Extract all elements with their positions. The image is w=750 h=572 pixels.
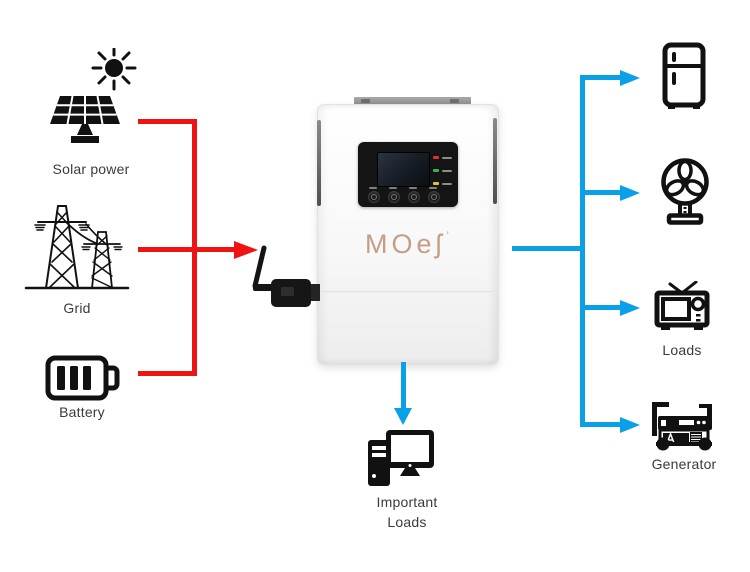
fan-arrowhead	[620, 184, 640, 201]
generator-icon	[646, 396, 718, 452]
input-arrowhead	[234, 240, 258, 259]
generator-label: Generator	[651, 456, 717, 472]
brand-text: MOeʃ	[365, 229, 446, 259]
battery-icon	[44, 352, 122, 404]
input-section: Solar power	[0, 0, 260, 572]
red-led	[433, 156, 439, 159]
brand-mark: ’	[446, 230, 449, 242]
important-loads-arrowhead	[394, 408, 412, 425]
battery-label: Battery	[59, 404, 105, 420]
important-loads-label-line2: Loads	[387, 514, 427, 530]
lcd-display	[377, 152, 430, 187]
button-glyph	[431, 194, 437, 200]
panel-button[interactable]	[408, 191, 420, 203]
button-label-mark	[369, 187, 377, 189]
power-grid-icon	[22, 198, 132, 294]
button-label-mark	[409, 187, 417, 189]
left-vent	[317, 120, 321, 206]
loads-branch-line	[580, 305, 621, 310]
button-glyph	[411, 194, 417, 200]
panel-button[interactable]	[428, 191, 440, 203]
fan-icon	[660, 156, 710, 226]
button-glyph	[371, 194, 377, 200]
yellow-led	[433, 182, 439, 185]
led-label-mark	[442, 182, 452, 185]
loads-label: Loads	[662, 342, 702, 358]
brand-logo: MOeʃ’	[317, 229, 497, 260]
solar-panel-icon	[38, 48, 146, 156]
fan-branch-line	[580, 190, 621, 195]
right-vent	[493, 118, 497, 204]
refrigerator-branch-line	[580, 75, 621, 80]
computer-icon	[364, 426, 436, 490]
refrigerator-arrowhead	[620, 69, 640, 86]
bracket-notch	[361, 99, 370, 103]
button-label-mark	[429, 187, 437, 189]
loads-arrowhead	[620, 299, 640, 316]
button-glyph	[391, 194, 397, 200]
body-seam	[318, 291, 496, 293]
output-trunk-line	[580, 75, 585, 427]
important-loads-label-line1: Important	[376, 494, 438, 510]
important-loads-line	[401, 362, 406, 408]
grid-to-inverter-line	[138, 247, 234, 252]
solar-power-label: Solar power	[52, 161, 130, 177]
generator-branch-line	[580, 422, 621, 427]
refrigerator-icon	[662, 42, 706, 112]
grid-label: Grid	[63, 300, 91, 316]
tv-icon	[652, 281, 712, 335]
battery-connector-line	[138, 371, 194, 376]
wifi-antenna-module-icon	[244, 242, 322, 312]
led-label-mark	[442, 169, 452, 172]
solar-connector-line	[138, 119, 194, 124]
inverter-to-trunk-line	[512, 246, 582, 251]
panel-button[interactable]	[368, 191, 380, 203]
green-led	[433, 169, 439, 172]
panel-button[interactable]	[388, 191, 400, 203]
button-label-mark	[389, 187, 397, 189]
generator-arrowhead	[620, 416, 640, 433]
mounting-bracket	[354, 97, 471, 105]
bracket-notch	[450, 99, 459, 103]
led-label-mark	[442, 156, 452, 159]
